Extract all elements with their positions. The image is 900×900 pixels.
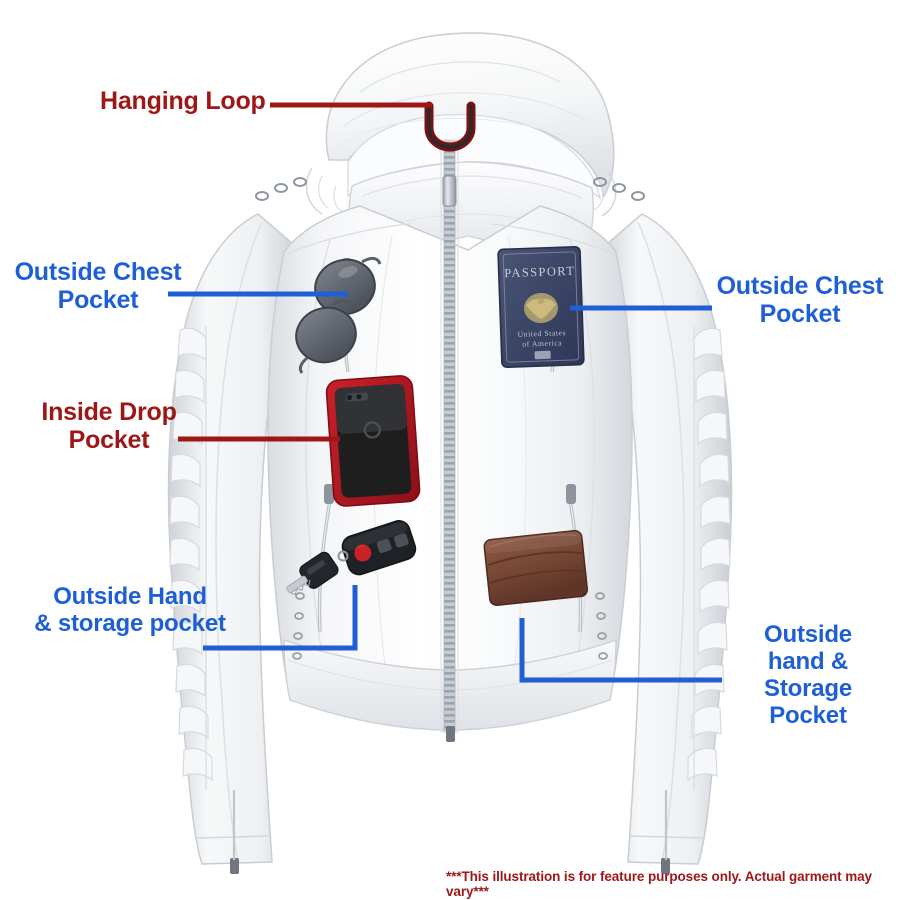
svg-text:United States: United States — [517, 328, 566, 339]
callout-label-outside-chest-right: Outside Chest Pocket — [716, 272, 884, 328]
disclaimer-text: ***This illustration is for feature purp… — [446, 869, 872, 899]
callout-label-inside-drop-pocket: Inside Drop Pocket — [41, 398, 177, 454]
hanging-loop — [424, 101, 476, 152]
shoulder-grommets-right — [593, 177, 645, 201]
cuff-zipper-pull-left — [230, 858, 239, 874]
sleeve-left-ribbing — [169, 327, 213, 782]
car-keys-object — [286, 520, 417, 596]
front-zipper-stop — [446, 726, 455, 742]
smartphone-object — [325, 375, 421, 507]
front-zipper-slider — [442, 175, 457, 207]
cuff-zipper-pull-right — [661, 858, 670, 874]
wallet-object — [483, 530, 589, 607]
sleeve-left — [167, 177, 307, 874]
svg-text:PASSPORT: PASSPORT — [504, 264, 576, 280]
passport-eagle-seal — [524, 292, 558, 324]
svg-text:of America: of America — [522, 338, 562, 348]
panic-button — [354, 544, 372, 562]
callout-label-outside-chest-left: Outside Chest Pocket — [14, 258, 182, 314]
front-zipper — [440, 139, 459, 742]
shoulder-grommets-left — [255, 177, 307, 201]
callout-label-hand-pocket-right: Outside hand & Storage Pocket — [764, 621, 852, 729]
sunglasses-object — [295, 256, 382, 374]
callout-label-hand-pocket-left: Outside Hand & storage pocket — [34, 583, 226, 637]
passport-object: PASSPORT United States of America — [497, 245, 585, 369]
callout-label-hanging-loop: Hanging Loop — [100, 87, 266, 115]
phone-fingerprint-sensor — [363, 421, 381, 439]
